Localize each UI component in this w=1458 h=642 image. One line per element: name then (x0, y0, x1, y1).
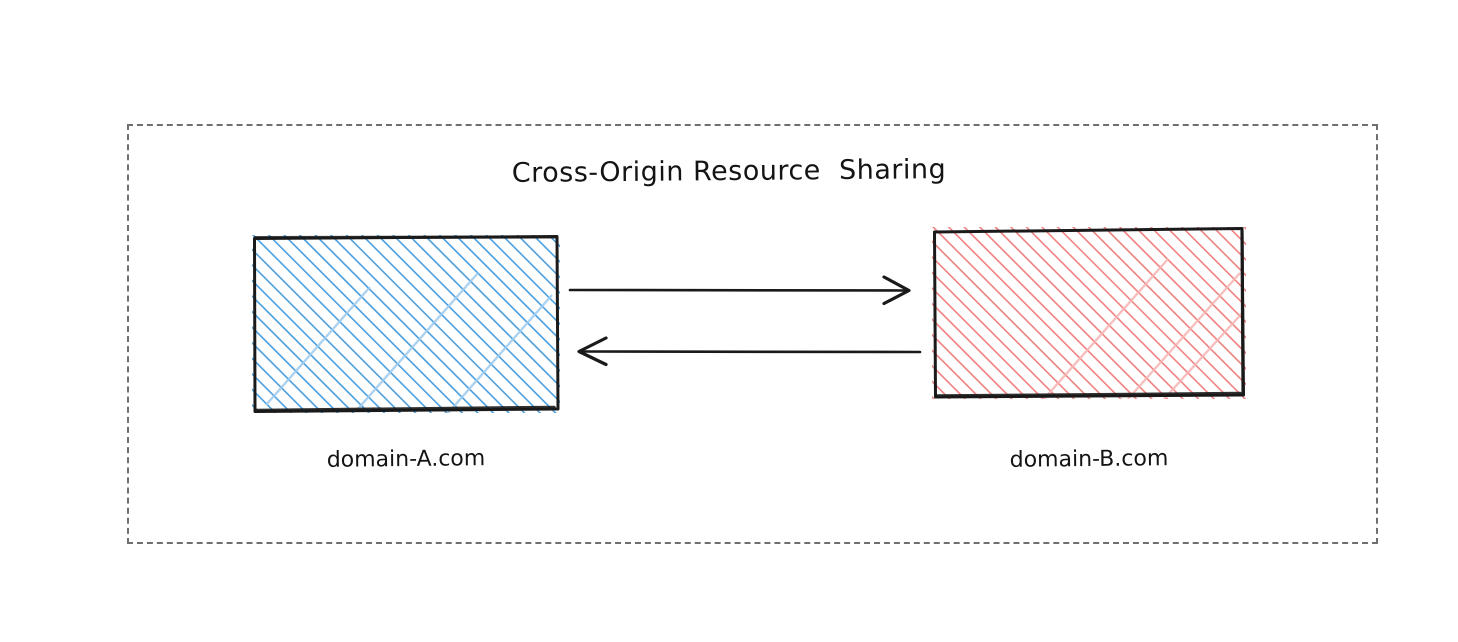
node-domain-a[interactable] (252, 235, 560, 413)
diagram-frame (127, 124, 1378, 544)
node-a-caption: domain-A.com (326, 446, 486, 473)
blue-hatch-fill (252, 235, 560, 413)
node-domain-b[interactable] (932, 227, 1246, 399)
node-b-caption: domain-B.com (1009, 446, 1169, 473)
red-hatch-fill (932, 227, 1246, 399)
